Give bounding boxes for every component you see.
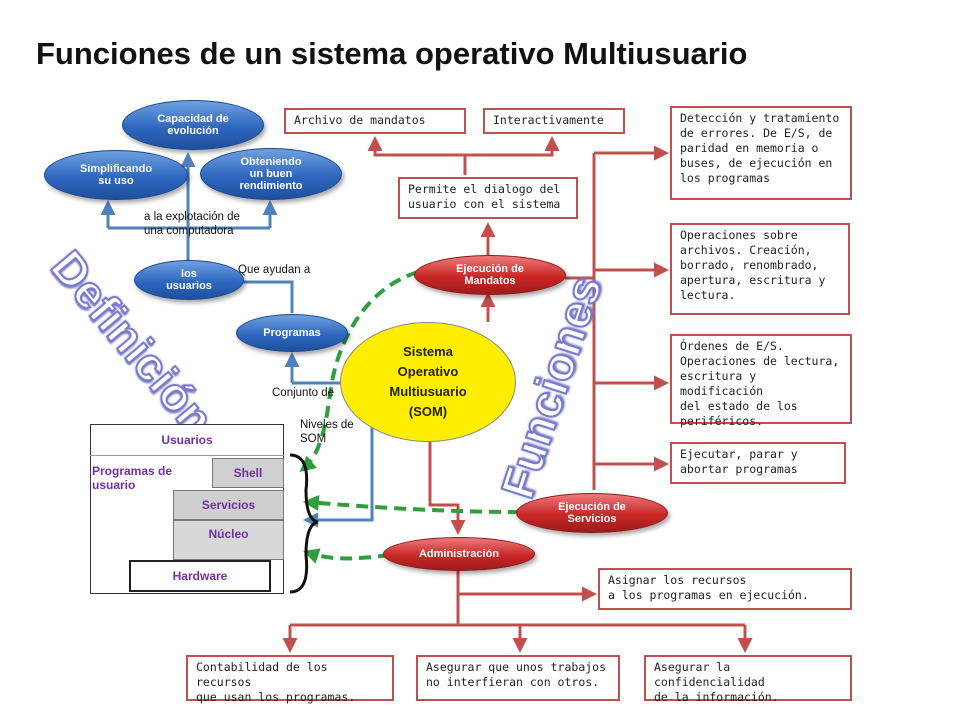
niveles-som-label: Niveles de SOM	[300, 419, 354, 445]
page-title: Funciones de un sistema operativo Multiu…	[36, 36, 748, 71]
interactivamente-box: Interactivamente	[483, 108, 625, 134]
layer-servicios: Servicios	[173, 490, 284, 520]
operaciones-archivos-box: Operaciones sobre archivos. Creación, bo…	[670, 223, 850, 315]
ayudan-label: Que ayudan a	[238, 264, 311, 276]
som-center-ellipse: Sistema Operativo Multiusuario (SOM)	[340, 322, 516, 442]
capacidad-evolucion-pill: Capacidad de evolución	[122, 100, 264, 150]
layer-shell: Shell	[212, 458, 284, 488]
archivo-mandatos-box: Archivo de mandatos	[284, 108, 466, 134]
contabilidad-recursos-box: Contabilidad de los recursos que usan lo…	[186, 655, 394, 704]
usuarios-pill: los usuarios	[134, 260, 244, 300]
explotacion-label: a la explotación de una computadora	[144, 211, 240, 237]
layer-usuarios: Usuarios	[90, 424, 284, 456]
programas-pill: Programas	[236, 314, 348, 352]
asignar-recursos-box: Asignar los recursos a los programas en …	[598, 568, 852, 610]
ejecucion-mandatos-pill: Ejecución de Mandatos	[414, 255, 566, 295]
ejecutar-parar-box: Ejecutar, parar y abortar programas	[670, 442, 846, 484]
asegurar-trabajos-box: Asegurar que unos trabajos no interfiera…	[416, 655, 620, 701]
permite-dialogo-box: Permite el dialogo del usuario con el si…	[398, 177, 578, 219]
conjunto-label: Conjunto de	[272, 387, 335, 399]
administracion-pill: Administración	[383, 537, 535, 571]
layer-nucleo: Núcleo	[173, 520, 284, 560]
ordenes-es-box: Órdenes de E/S. Operaciones de lectura, …	[670, 334, 852, 428]
ejecucion-servicios-pill: Ejecución de Servicios	[516, 493, 668, 533]
deteccion-errores-box: Detección y tratamiento de errores. De E…	[670, 106, 852, 200]
obteniendo-rendimiento-pill: Obteniendo un buen rendimiento	[200, 148, 342, 200]
layer-hardware: Hardware	[129, 560, 271, 592]
asegurar-confidencialidad-box: Asegurar la confidencialidad de la infor…	[644, 655, 852, 704]
simplificando-uso-pill: Simplificando su uso	[44, 150, 188, 200]
layer-programas-usuario: Programas de usuario	[92, 464, 173, 492]
